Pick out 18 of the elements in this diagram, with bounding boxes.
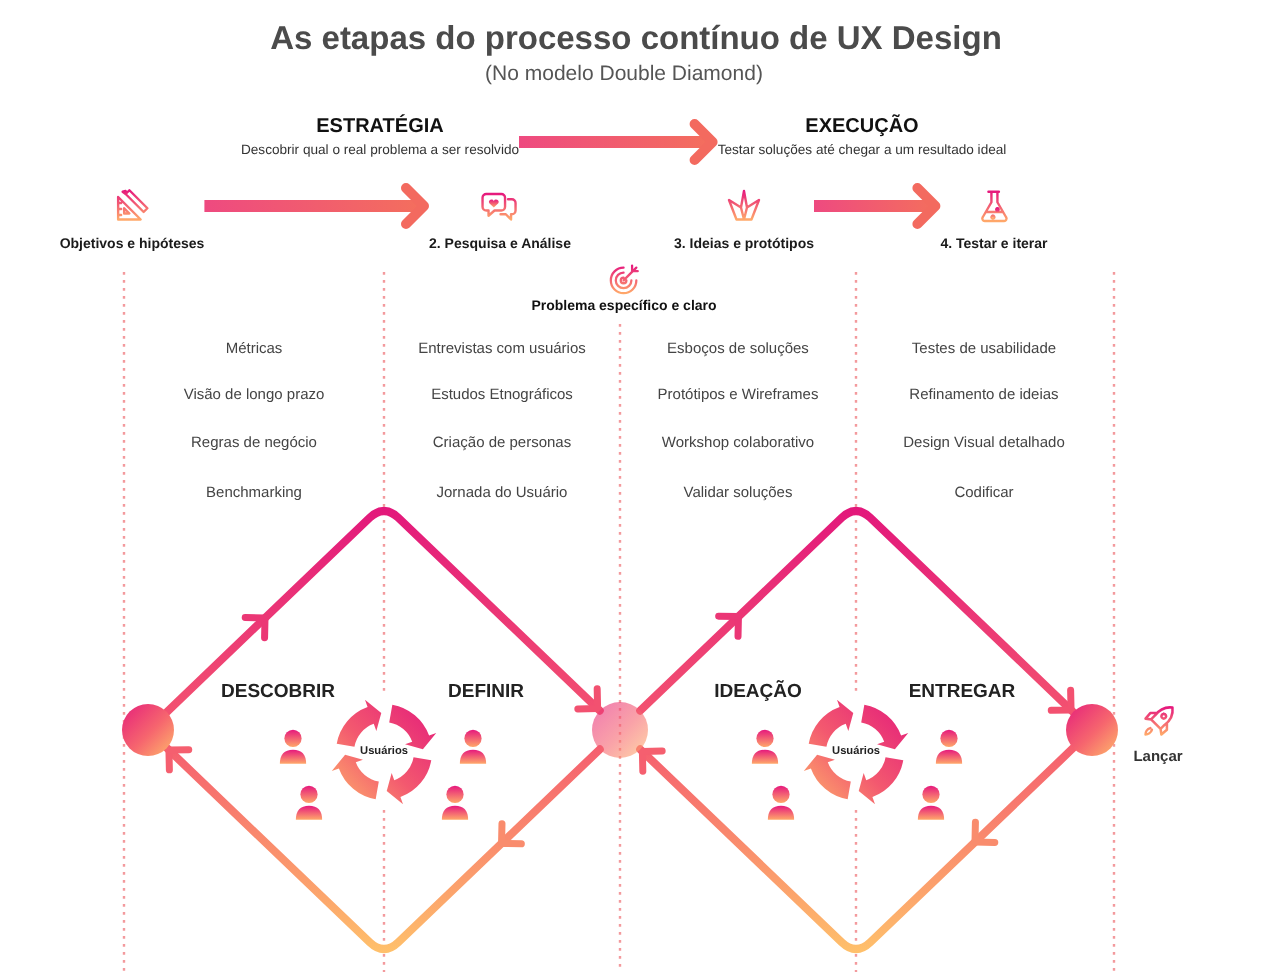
phase-label: IDEAÇÃO [714,683,802,705]
arrow [519,119,718,165]
subtitle: (No modelo Double Diamond) [485,61,763,87]
section-heading: EXECUÇÃO [805,116,919,140]
junction-circle [122,704,174,756]
phase-label: DEFINIR [448,683,524,705]
flow-arrow [162,744,604,954]
flow-arrow [162,506,604,716]
phase-label: DESCOBRIR [221,683,335,705]
section-heading: ESTRATÉGIA [316,116,444,140]
arrow [814,183,941,229]
arrow [204,183,429,229]
flow-arrow [636,506,1078,716]
flow-arrow [636,744,1078,954]
phase-label: ENTREGAR [908,683,1016,705]
title: As etapas do processo contínuo de UX Design [270,21,1002,59]
junction-circle [592,702,648,758]
junction-circle [1066,704,1118,756]
